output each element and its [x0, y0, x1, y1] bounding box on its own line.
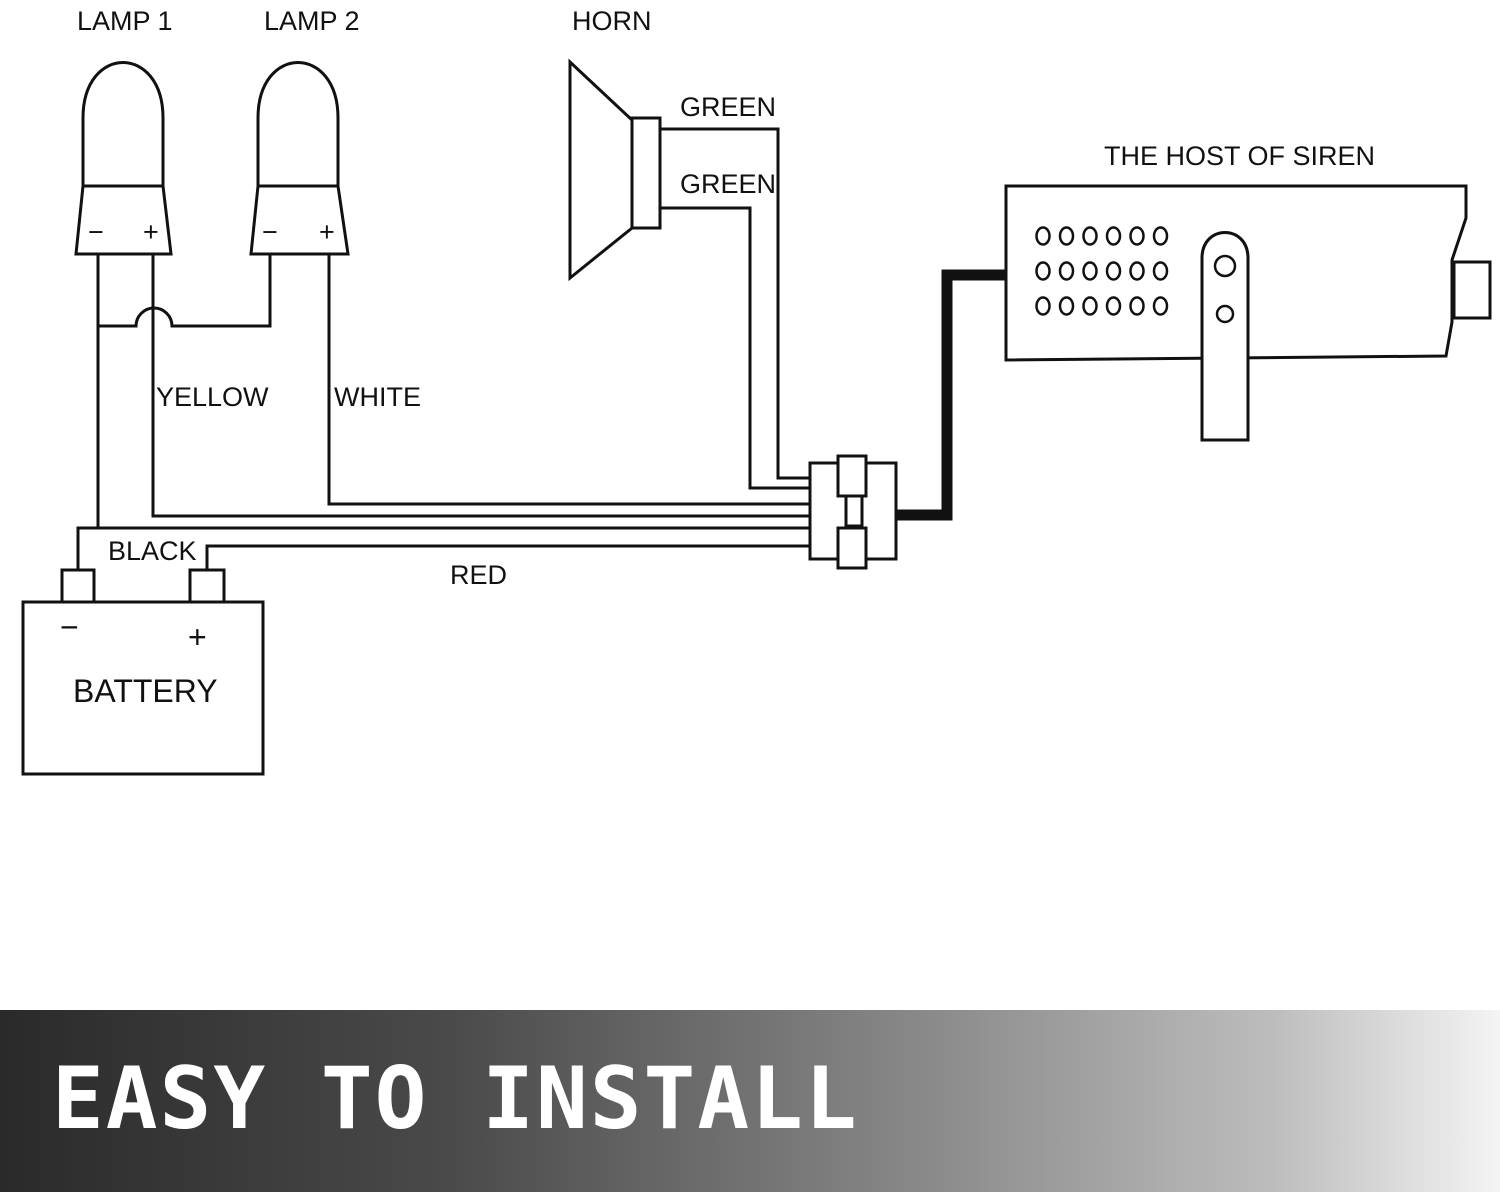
grille-hole — [1105, 261, 1122, 281]
grille-hole — [1035, 226, 1051, 246]
wiring-diagram: − + LAMP 1 − + LAMP 2 HORN — [21, 6, 1492, 776]
red-wire-label: RED — [450, 560, 507, 590]
grille-hole — [1129, 296, 1145, 316]
lamp-negative-link-wire — [98, 254, 272, 328]
horn-bell — [568, 58, 634, 282]
wires — [76, 127, 1005, 572]
grille-hole — [1082, 226, 1098, 246]
lamp-2-dome — [256, 61, 340, 185]
connector-center-latch — [844, 494, 864, 528]
grille-hole — [1058, 296, 1075, 316]
yellow-wire-label: YELLOW — [156, 382, 269, 412]
siren-host-knob — [1452, 260, 1492, 320]
siren-host-label: THE HOST OF SIREN — [1104, 141, 1375, 171]
battery-positive-post — [188, 568, 226, 604]
green-wire-bottom — [660, 206, 815, 490]
grille-hole — [1152, 296, 1169, 316]
grille-hole — [1105, 226, 1122, 246]
battery-positive-sign: + — [188, 619, 207, 655]
red-wire — [205, 544, 815, 570]
banner: EASY TO INSTALL — [0, 1010, 1500, 1192]
grille-hole — [1129, 226, 1145, 246]
connector — [808, 454, 898, 570]
lamp-1-negative-terminal: − — [88, 217, 104, 247]
white-wire-label: WHITE — [334, 382, 421, 412]
grille-hole — [1058, 226, 1075, 246]
white-wire — [327, 254, 815, 506]
lamp-2-label: LAMP 2 — [264, 6, 360, 36]
battery-negative-post — [60, 568, 96, 604]
lamp-1-dome — [81, 61, 165, 185]
battery-negative-sign: − — [60, 609, 79, 645]
connector-top-block — [836, 454, 868, 498]
lamp-1-label: LAMP 1 — [77, 6, 173, 36]
grille-hole — [1105, 296, 1122, 316]
connector-bottom-block — [836, 526, 868, 570]
lamp-1-positive-terminal: + — [143, 217, 159, 247]
grille-hole — [1129, 261, 1145, 281]
grille-hole — [1152, 261, 1169, 281]
battery-label: BATTERY — [73, 673, 218, 709]
lamp-2-negative-terminal: − — [262, 217, 278, 247]
battery: − + BATTERY — [21, 568, 265, 776]
battery-body — [21, 600, 265, 776]
mount-hole-upper — [1213, 254, 1237, 278]
grille-hole — [1058, 261, 1075, 281]
horn: HORN — [568, 6, 662, 282]
lamp-1: − + LAMP 1 — [74, 6, 173, 256]
horn-label: HORN — [572, 6, 652, 36]
yellow-wire — [151, 254, 815, 518]
lamp-1-base — [74, 184, 173, 256]
grille-hole — [1152, 226, 1169, 246]
lamp-2: − + LAMP 2 — [249, 6, 360, 256]
grille-hole — [1082, 296, 1098, 316]
grille-hole — [1035, 261, 1051, 281]
lamp-2-positive-terminal: + — [319, 217, 335, 247]
black-wire-label: BLACK — [108, 536, 197, 566]
green-wire-label-top: GREEN — [680, 92, 776, 122]
black-wire — [76, 526, 815, 572]
banner-title: EASY TO INSTALL — [52, 1049, 859, 1149]
grille-hole — [1035, 296, 1051, 316]
siren-host: THE HOST OF SIREN — [1004, 141, 1492, 442]
green-wire-top — [660, 127, 815, 480]
lamp-2-base — [249, 184, 350, 256]
green-wire-label-bottom: GREEN — [680, 169, 776, 199]
speaker-grille — [1035, 226, 1169, 316]
grille-hole — [1082, 261, 1098, 281]
siren-host-mount-bracket — [1200, 231, 1250, 442]
mount-hole-lower — [1215, 304, 1235, 324]
siren-cable — [894, 269, 1005, 521]
horn-driver — [630, 116, 662, 230]
